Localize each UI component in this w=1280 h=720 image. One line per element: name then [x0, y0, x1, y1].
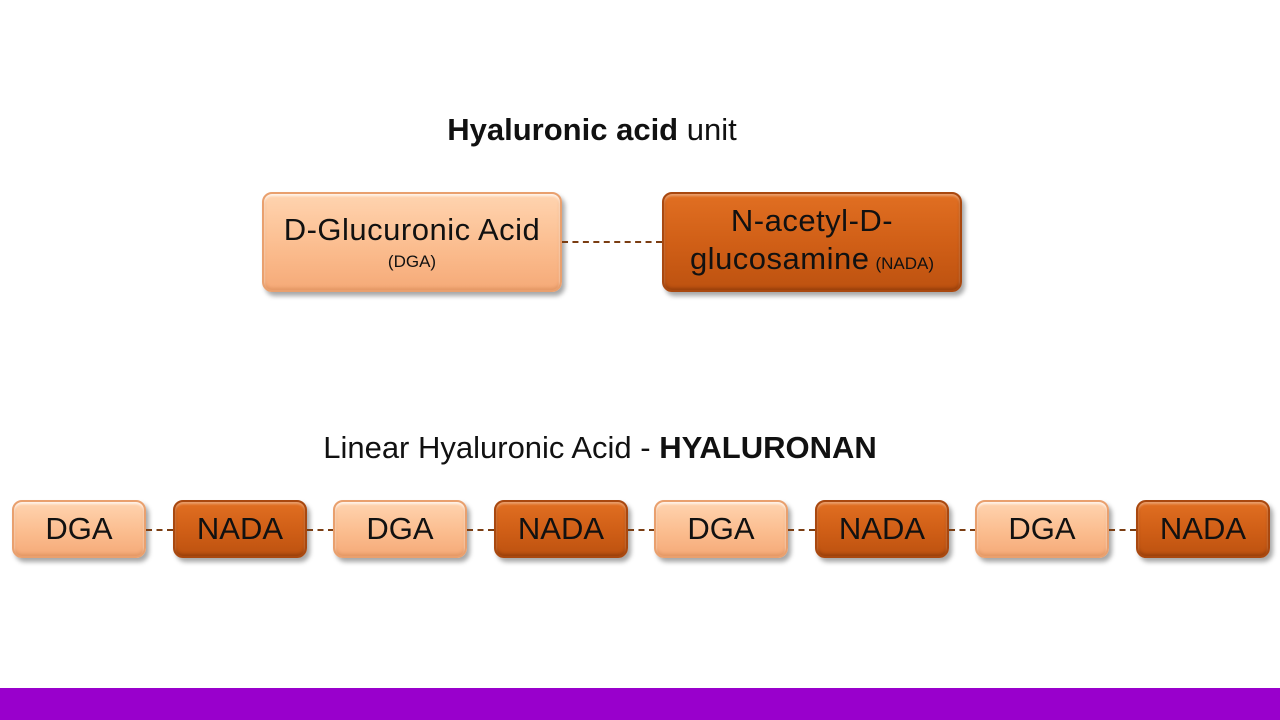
title-bold: Hyaluronic acid: [447, 112, 679, 147]
chain-box-nada: NADA: [1136, 500, 1270, 558]
chain-box-dga: DGA: [654, 500, 788, 558]
nada-unit-line1: N-acetyl-D-: [730, 202, 894, 238]
footer-bar: [0, 688, 1280, 720]
title-rest: unit: [678, 112, 737, 147]
diagram-title: Hyaluronic acid unit: [0, 110, 1184, 150]
chain-box-dga: DGA: [975, 500, 1109, 558]
dga-unit-abbr: (DGA): [387, 252, 437, 271]
chain-connector: [628, 529, 655, 531]
chain-connector: [467, 529, 494, 531]
nada-unit-line2-row: glucosamine(NADA): [690, 240, 934, 283]
chain-box-nada: NADA: [815, 500, 949, 558]
chain-box-nada: NADA: [494, 500, 628, 558]
chain-box-label: NADA: [196, 511, 284, 546]
chain-box-label: DGA: [366, 511, 434, 546]
unit-connector: [562, 241, 662, 243]
chain-connector: [146, 529, 173, 531]
chain-connector: [788, 529, 815, 531]
chain-box-dga: DGA: [12, 500, 146, 558]
chain-box-label: NADA: [1159, 511, 1247, 546]
dga-unit-box: D-Glucuronic Acid (DGA): [262, 192, 562, 292]
chain-box-nada: NADA: [173, 500, 307, 558]
chain-connector: [307, 529, 334, 531]
nada-unit-abbr: (NADA): [875, 253, 935, 273]
chain-box-dga: DGA: [333, 500, 467, 558]
nada-unit-box: N-acetyl-D- glucosamine(NADA): [662, 192, 962, 292]
chain-box-label: DGA: [1008, 511, 1076, 546]
chain-box-label: NADA: [517, 511, 605, 546]
chain-box-label: NADA: [838, 511, 926, 546]
chain-subtitle: Linear Hyaluronic Acid - HYALURONAN: [0, 428, 1200, 468]
chain-box-label: DGA: [45, 511, 113, 546]
chain-connector: [949, 529, 976, 531]
subtitle-bold: HYALURONAN: [659, 430, 877, 465]
chain-connector: [1109, 529, 1136, 531]
dga-unit-name: D-Glucuronic Acid: [283, 212, 541, 247]
chain-box-label: DGA: [687, 511, 755, 546]
nada-unit-line2: glucosamine: [689, 240, 870, 276]
subtitle-normal: Linear Hyaluronic Acid -: [323, 430, 660, 465]
